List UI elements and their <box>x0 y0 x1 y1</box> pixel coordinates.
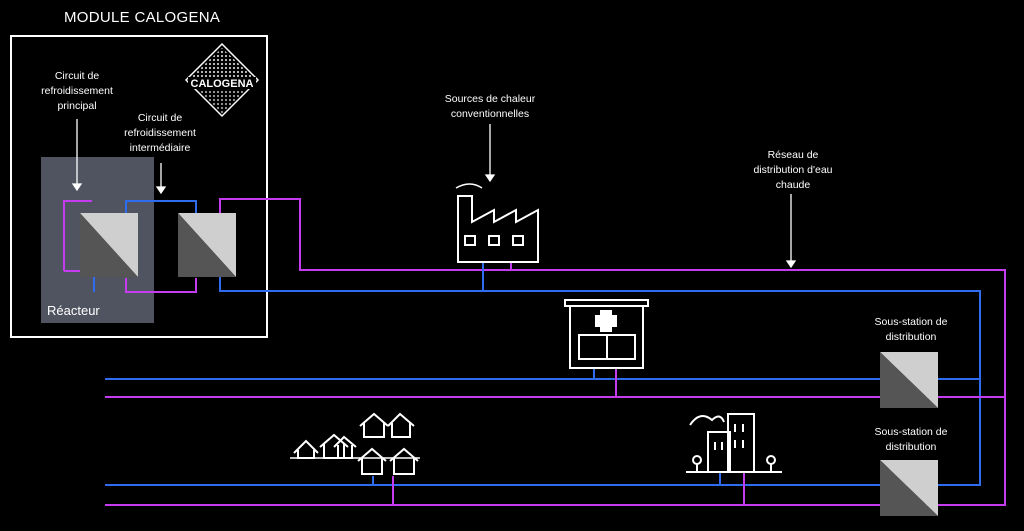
heat-exchanger-icon <box>80 213 138 277</box>
network-return-line <box>105 277 981 486</box>
heat-exchanger-icon <box>880 352 938 408</box>
substation-label-1: Sous-station de distribution <box>874 316 948 344</box>
module-frame <box>10 35 268 338</box>
houses-icon <box>290 412 420 475</box>
calogena-logo: CALOGENA <box>184 42 260 120</box>
primary-circuit-label: Circuit de refroidissement principal <box>41 70 113 113</box>
hospital-icon <box>564 299 649 369</box>
reactor-label: Réacteur <box>47 303 100 318</box>
logo-text: CALOGENA <box>191 78 254 90</box>
intermediate-circuit-label: Circuit de refroidissement intermédiaire <box>124 112 196 155</box>
hot-water-network-label: Réseau de distribution d'eau chaude <box>753 149 833 192</box>
network-supply-line <box>105 198 1006 506</box>
factory-icon <box>455 183 539 263</box>
intermediate-loop-magenta <box>125 278 197 293</box>
conventional-sources-label: Sources de chaleur conventionnelles <box>444 93 536 121</box>
substation-label-2: Sous-station de distribution <box>874 426 948 454</box>
primary-loop-hot <box>63 200 80 271</box>
heat-exchanger-icon <box>880 460 938 516</box>
intermediate-loop-blue <box>125 200 197 213</box>
heat-exchanger-icon <box>178 213 236 277</box>
city-buildings-icon <box>686 413 782 473</box>
module-title: MODULE CALOGENA <box>64 9 221 26</box>
